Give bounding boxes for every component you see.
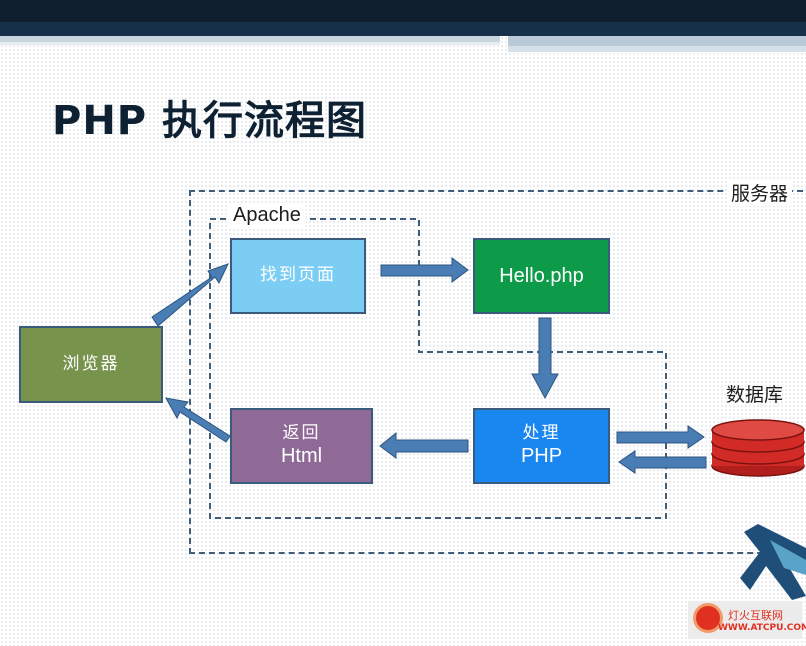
- find-page-label: 找到页面: [260, 265, 336, 286]
- watermark-line2: WWW.ATCPU.COM: [718, 623, 806, 633]
- decor-stripe: [0, 36, 500, 42]
- slide-title: PHP 执行流程图: [52, 98, 368, 144]
- process-label-cn: 处理: [522, 422, 561, 443]
- decor-stripe: [508, 36, 806, 46]
- top-bar: [0, 0, 806, 22]
- arrow-process-to-return: [379, 431, 469, 459]
- browser-label: 浏览器: [62, 353, 120, 374]
- apache-label: Apache: [228, 204, 306, 227]
- arrow-db-to-process: [618, 450, 707, 474]
- arrow-process-to-db: [616, 425, 705, 449]
- process-php-node: 处理 PHP: [473, 408, 610, 484]
- return-html-node: 返回 Html: [230, 408, 373, 484]
- top-band: [0, 22, 806, 36]
- watermark-logo-icon: [696, 606, 720, 630]
- arrow-browser-to-find: [151, 263, 229, 327]
- arrow-find-to-hello: [380, 257, 469, 283]
- return-label-cn: 返回: [282, 422, 321, 443]
- database-label: 数据库: [726, 384, 784, 406]
- server-label: 服务器: [727, 179, 793, 206]
- process-label-en: PHP: [520, 445, 563, 468]
- watermark: 灯火互联网 WWW.ATCPU.COM: [688, 601, 806, 639]
- arrow-hello-to-process: [531, 317, 559, 400]
- find-page-node: 找到页面: [230, 238, 366, 314]
- hello-php-label: Hello.php: [499, 264, 584, 287]
- decor-stripe: [0, 42, 500, 45]
- arrow-return-to-browser: [165, 397, 231, 443]
- server-region: [189, 190, 803, 554]
- decor-stripe: [508, 46, 806, 52]
- watermark-line1: 灯火互联网: [728, 609, 783, 622]
- browser-node: 浏览器: [19, 326, 163, 403]
- hello-php-node: Hello.php: [473, 238, 610, 314]
- return-label-en: Html: [280, 445, 323, 468]
